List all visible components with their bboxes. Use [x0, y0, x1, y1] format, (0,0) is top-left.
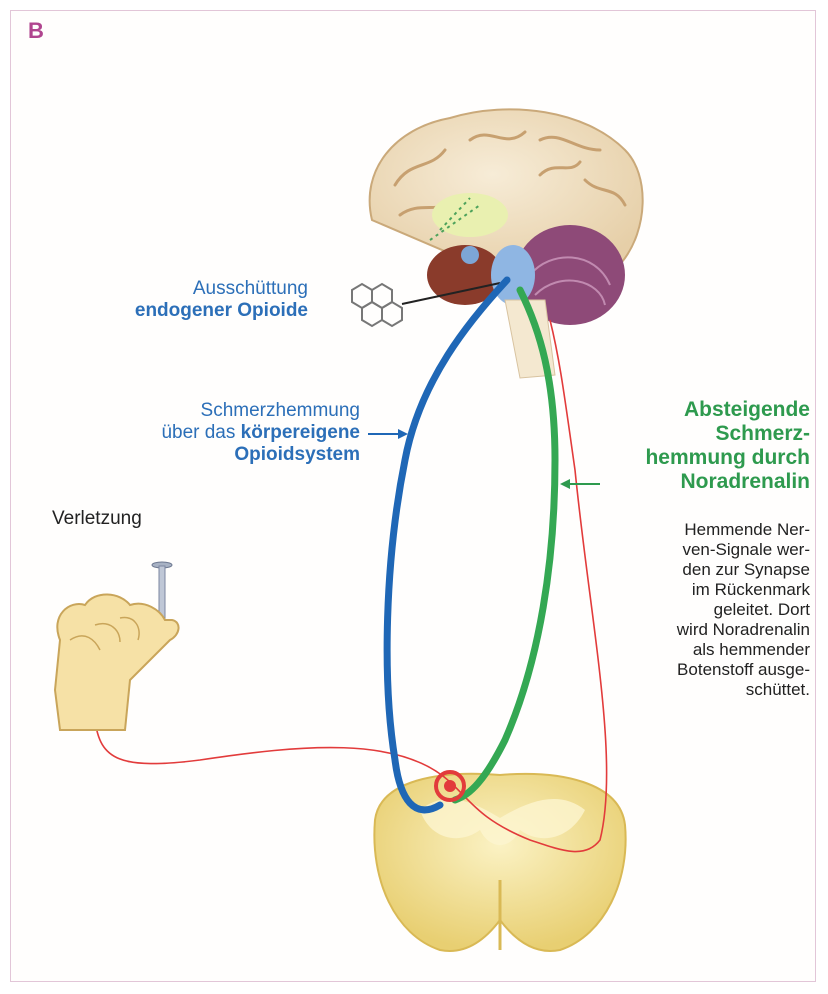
- description-line-8: Botenstoff ausge-: [600, 660, 810, 680]
- description-line-2: ven-Signale wer-: [600, 540, 810, 560]
- brain-icon: [370, 109, 643, 378]
- description-line-3: den zur Synapse: [600, 560, 810, 580]
- noradrenalin-heading-line4: Noradrenalin: [588, 470, 810, 494]
- description-line-1: Hemmende Ner-: [600, 520, 810, 540]
- description-line-9: schüttet.: [600, 680, 810, 700]
- description-text: Hemmende Ner- ven-Signale wer- den zur S…: [600, 520, 810, 700]
- description-line-6: wird Noradrenalin: [600, 620, 810, 640]
- opioid-label-arrow: [368, 429, 408, 439]
- opioid-release-line1: Ausschüttung: [110, 278, 308, 300]
- injury-label: Verletzung: [52, 508, 142, 530]
- description-line-5: geleitet. Dort: [600, 600, 810, 620]
- noradrenalin-heading-line3: hemmung durch: [588, 446, 810, 470]
- noradrenalin-heading: Absteigende Schmerz- hemmung durch Norad…: [588, 398, 810, 494]
- opioid-release-label: Ausschüttung endogener Opioide: [110, 278, 308, 322]
- hand-icon: [55, 594, 179, 730]
- opioid-inhibition-line2b: körpereigene: [241, 422, 360, 443]
- description-line-4: im Rückenmark: [600, 580, 810, 600]
- opioid-pathway: [387, 280, 507, 810]
- description-line-7: als hemmender: [600, 640, 810, 660]
- opioid-release-line2: endogener Opioide: [110, 300, 308, 322]
- noradrenalin-heading-line2: Schmerz-: [588, 422, 810, 446]
- opioid-inhibition-line2a: über das: [161, 422, 235, 443]
- opioid-inhibition-line1: Schmerzhemmung: [70, 400, 360, 422]
- opioid-inhibition-label: Schmerzhemmung über das körpereigene Opi…: [70, 400, 360, 466]
- noradrenalin-heading-line1: Absteigende: [588, 398, 810, 422]
- opioid-inhibition-line3: Opioidsystem: [70, 444, 360, 466]
